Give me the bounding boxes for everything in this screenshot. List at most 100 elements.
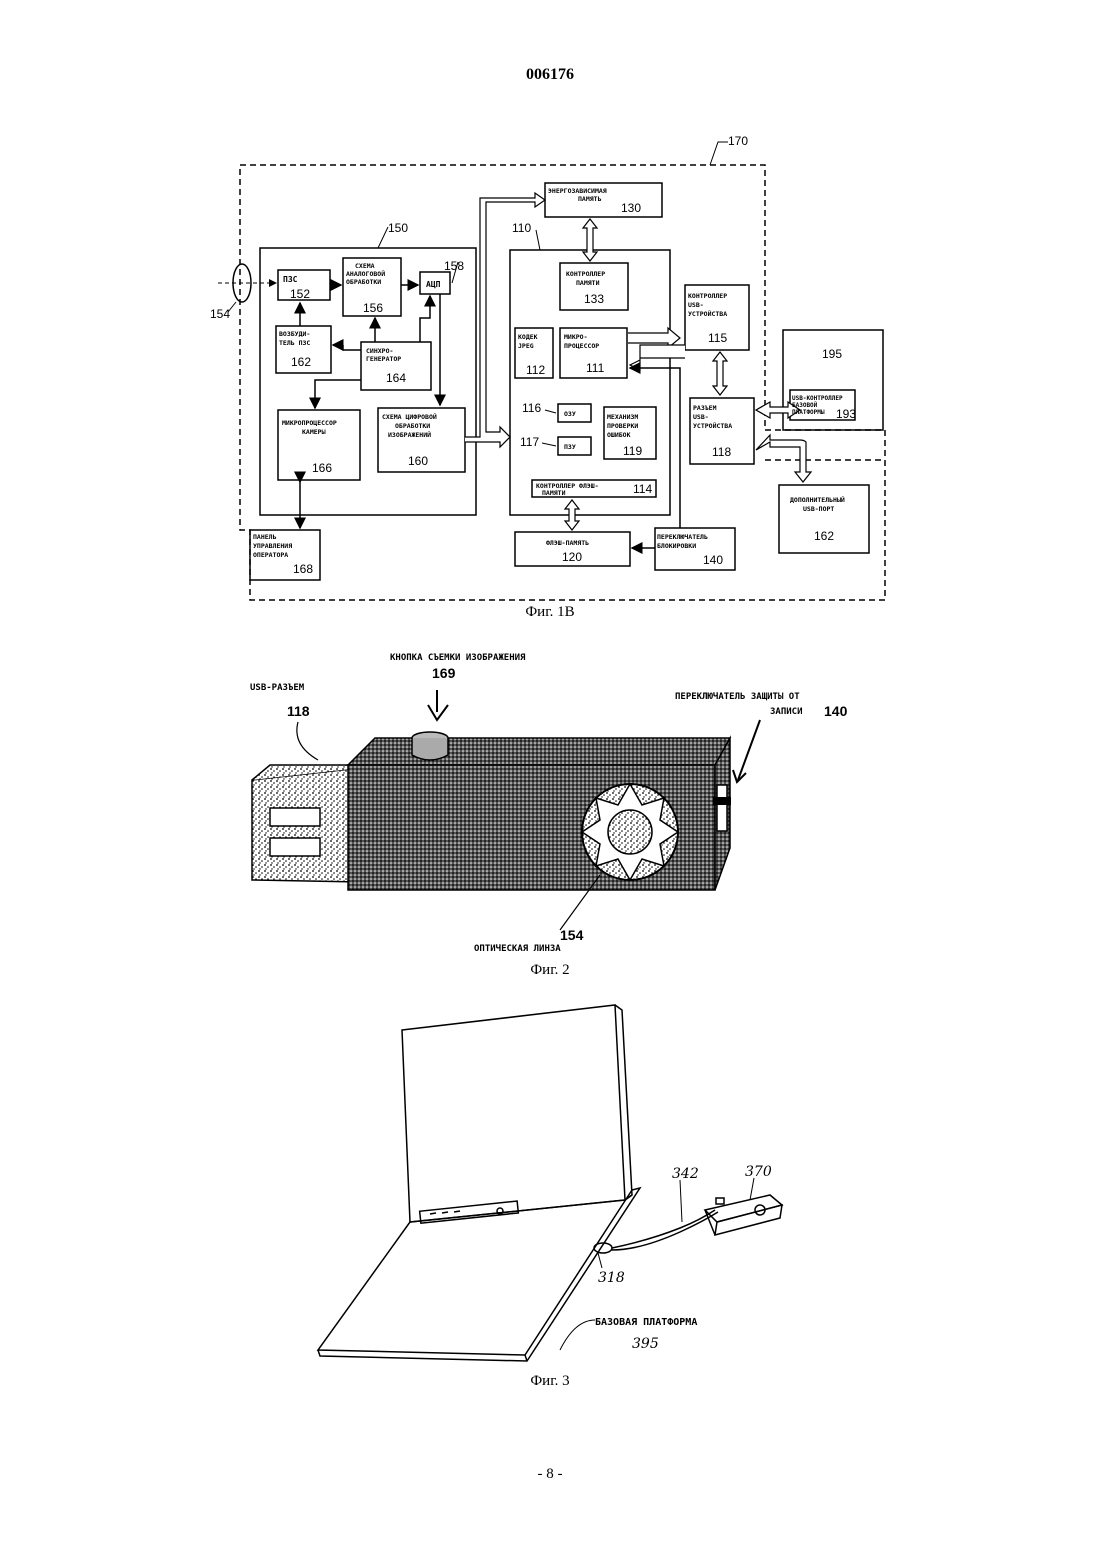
codec-l1: КОДЕК xyxy=(518,333,538,341)
base-num: 195 xyxy=(822,347,842,361)
err-num: 119 xyxy=(623,444,642,458)
base-usb-l2: БАЗОВОЙ xyxy=(792,401,818,409)
analog-l1: СХЕМА xyxy=(355,262,375,270)
extra-usb-l2: USB-ПОРТ xyxy=(803,505,834,513)
write-protect-switch xyxy=(717,785,727,831)
adc-num: 158 xyxy=(444,259,464,273)
figure-3-laptop-drawing xyxy=(318,1005,782,1361)
figure-1b-block-diagram xyxy=(218,142,885,600)
usb-conn-num: 118 xyxy=(712,445,731,459)
lens-num: 154 xyxy=(560,927,584,943)
syncgen-num: 164 xyxy=(386,371,406,385)
base-usb-num: 193 xyxy=(836,407,856,421)
figure-2-caption: Фиг. 2 xyxy=(0,962,1100,979)
usb-ctrl-l2: USB- xyxy=(688,301,704,309)
panel-num: 168 xyxy=(293,562,313,576)
figure-3-labels: 342 370 318 БАЗОВАЯ ПЛАТФОРМА 395 xyxy=(595,1164,772,1352)
port-num: 318 xyxy=(598,1270,625,1286)
figure-2-device-drawing xyxy=(252,690,760,930)
usb-ctrl-l3: УСТРОЙСТВА xyxy=(688,309,727,318)
digital-l2: ОБРАБОТКИ xyxy=(395,422,430,430)
cable-num: 342 xyxy=(672,1166,699,1182)
base-platform-num: 395 xyxy=(632,1336,659,1352)
mem-ctrl-num: 133 xyxy=(584,292,604,306)
device-body-top xyxy=(348,738,730,765)
device-num: 370 xyxy=(745,1164,772,1180)
bus-arrow xyxy=(583,219,597,261)
usb-ctrl-num: 115 xyxy=(708,331,727,345)
usb-conn-l1: РАЗЪЕМ xyxy=(693,404,717,412)
switch-num: 140 xyxy=(824,703,848,719)
digital-l3: ИЗОБРАЖЕНИЙ xyxy=(388,430,431,439)
switch-label-1: ПЕРЕКЛЮЧАТЕЛЬ ЗАЩИТЫ ОТ xyxy=(675,692,800,702)
ccd-driver-l1: ВОЗБУДИ- xyxy=(279,330,310,338)
ccd-label: ПЗС xyxy=(283,275,298,284)
nvm-label-2: ПАМЯТЬ xyxy=(578,195,602,203)
panel-l3: ОПЕРАТОРА xyxy=(253,551,288,559)
ref-170: 170 xyxy=(728,134,748,148)
switch-label-2: ЗАПИСИ xyxy=(770,707,803,717)
system-boundary xyxy=(240,165,885,600)
panel-l1: ПАНЕЛЬ xyxy=(253,533,277,541)
usb-conn-l3: УСТРОЙСТВА xyxy=(693,421,732,430)
usb-ctrl-l1: КОНТРОЛЛЕР xyxy=(688,292,727,300)
ref-150: 150 xyxy=(388,221,408,235)
cam-mcu-l2: КАМЕРЫ xyxy=(302,428,326,436)
analog-l3: ОБРАБОТКИ xyxy=(346,278,381,286)
flash-label: ФЛЭШ-ПАМЯТЬ xyxy=(546,539,589,547)
syncgen-l2: ГЕНЕРАТОР xyxy=(366,355,401,363)
capture-button-num: 169 xyxy=(432,665,456,681)
rom-num: 117 xyxy=(520,435,539,449)
extra-usb-l1: ДОПОЛНИТЕЛЬНЫЙ xyxy=(790,495,845,504)
controller-box xyxy=(510,250,670,515)
flash-ctrl-num: 114 xyxy=(633,482,652,496)
ccd-driver-l2: ТЕЛЬ ПЗС xyxy=(279,339,310,347)
usb-connector-label: USB-РАЗЪЕМ xyxy=(250,683,305,693)
err-l3: ОШИБОК xyxy=(607,431,631,439)
ref-154: 154 xyxy=(210,307,230,321)
panel-l2: УПРАВЛЕНИЯ xyxy=(253,542,292,550)
flash-num: 120 xyxy=(562,550,582,564)
figure-1b-caption: Фиг. 1В xyxy=(0,604,1100,621)
page-number: - 8 - xyxy=(0,1466,1100,1483)
ref-110: 110 xyxy=(512,221,531,235)
flash-ctrl-l2: ПАМЯТИ xyxy=(542,489,566,497)
base-platform-label: БАЗОВАЯ ПЛАТФОРМА xyxy=(595,1317,697,1328)
err-l2: ПРОВЕРКИ xyxy=(607,422,638,430)
digital-l1: СХЕМА ЦИФРОВОЙ xyxy=(382,412,437,421)
laptop-screen xyxy=(402,1005,625,1222)
cam-mcu-l1: МИКРОПРОЦЕССОР xyxy=(282,419,337,427)
rom-label: ПЗУ xyxy=(564,443,576,451)
ccd-num: 152 xyxy=(290,287,310,301)
usb-connector-num: 118 xyxy=(287,703,310,719)
lock-l2: БЛОКИРОВКИ xyxy=(657,542,696,550)
usb-bus-arrow xyxy=(713,352,727,395)
figure-3-caption: Фиг. 3 xyxy=(0,1373,1100,1390)
digital-num: 160 xyxy=(408,454,428,468)
mem-ctrl-l2: ПАМЯТИ xyxy=(576,279,600,287)
usb-conn-l2: USB- xyxy=(693,413,709,421)
mcu-l1: МИКРО- xyxy=(564,333,587,341)
extra-usb-num: 162 xyxy=(814,529,834,543)
codec-num: 112 xyxy=(526,363,545,377)
adc-label: АЦП xyxy=(426,280,441,289)
cam-mcu-num: 166 xyxy=(312,461,332,475)
ram-num: 116 xyxy=(522,401,541,415)
analog-l2: АНАЛОГОВОЙ xyxy=(346,269,385,278)
analog-num: 156 xyxy=(363,301,383,315)
mem-ctrl-l1: КОНТРОЛЛЕР xyxy=(566,270,605,278)
base-usb-l3: ПЛАТФОРМЫ xyxy=(792,409,825,416)
base-usb-l1: USB-КОНТРОЛЛЕР xyxy=(792,395,843,402)
ccd-driver-num: 162 xyxy=(291,355,311,369)
lock-num: 140 xyxy=(703,553,723,567)
nvm-label-1: ЭНЕРГОЗАВИСИМАЯ xyxy=(548,187,607,195)
mcu-num: 111 xyxy=(586,361,605,375)
ram-label: ОЗУ xyxy=(564,410,576,418)
lock-l1: ПЕРЕКЛЮЧАТЕЛЬ xyxy=(657,533,708,541)
err-l1: МЕХАНИЗМ xyxy=(607,413,638,421)
nvm-num: 130 xyxy=(621,201,641,215)
syncgen-l1: СИНХРО- xyxy=(366,347,393,355)
codec-l2: JPEG xyxy=(518,342,534,350)
lens-label: ОПТИЧЕСКАЯ ЛИНЗА xyxy=(474,944,561,954)
